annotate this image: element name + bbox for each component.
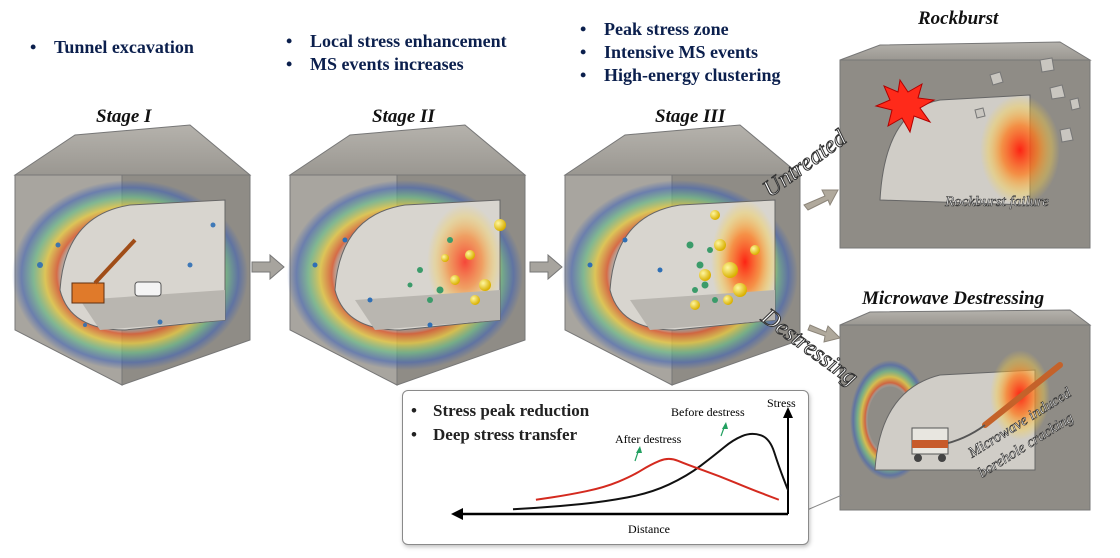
- rockburst-title: Rockburst: [918, 8, 999, 29]
- bullet-item: Stress peak reduction: [411, 399, 589, 423]
- bullet-item: Peak stress zone: [580, 18, 780, 41]
- x-axis-arrowhead: [451, 508, 463, 520]
- inset-connector: [806, 494, 843, 511]
- stage2-rock-block: [287, 124, 527, 386]
- bullet-item: High-energy clustering: [580, 64, 780, 87]
- x-axis-label: Distance: [628, 522, 670, 536]
- after-pointer-arrowhead: [636, 446, 642, 453]
- explosion-icon: [874, 78, 936, 134]
- stage-arrow: [251, 253, 563, 281]
- stress-chart-panel: Stress peak reduction Deep stress transf…: [402, 390, 809, 545]
- stage3-title: Stage III: [655, 106, 726, 127]
- bullet-item: Intensive MS events: [580, 41, 780, 64]
- microwave-title: Microwave Destressing: [862, 288, 1045, 309]
- stage2-bullets: Local stress enhancement MS events incre…: [286, 30, 507, 76]
- after-destress-label: After destress: [615, 432, 682, 446]
- stress-chart: Stress Distance Before destress After de…: [451, 396, 796, 536]
- stage3-bullets: Peak stress zone Intensive MS events Hig…: [580, 18, 780, 87]
- after-destress-curve: [535, 457, 780, 501]
- untreated-arrow: [803, 189, 839, 211]
- y-axis-label: Stress: [767, 396, 796, 410]
- stage1-rock-block: [12, 124, 252, 386]
- before-pointer-arrowhead: [722, 422, 728, 429]
- bullet-item: Tunnel excavation: [30, 36, 194, 59]
- stage1-title: Stage I: [96, 106, 152, 127]
- rockburst-failure-label: Rockburst failure: [944, 194, 1049, 210]
- before-destress-label: Before destress: [671, 405, 745, 419]
- microwave-rock-block: [839, 309, 1092, 511]
- bullet-item: Local stress enhancement: [286, 30, 507, 53]
- chart-bullets: Stress peak reduction Deep stress transf…: [411, 399, 589, 447]
- stage2-title: Stage II: [372, 106, 435, 127]
- bullet-item: Deep stress transfer: [411, 423, 589, 447]
- stage1-bullets: Tunnel excavation: [30, 36, 194, 59]
- before-destress-curve: [512, 432, 789, 511]
- y-axis-arrowhead: [783, 407, 793, 418]
- rockburst-rock-block: [839, 41, 1092, 249]
- stage3-rock-block: [562, 124, 802, 386]
- bullet-item: MS events increases: [286, 53, 507, 76]
- destressing-arrow: [807, 324, 841, 343]
